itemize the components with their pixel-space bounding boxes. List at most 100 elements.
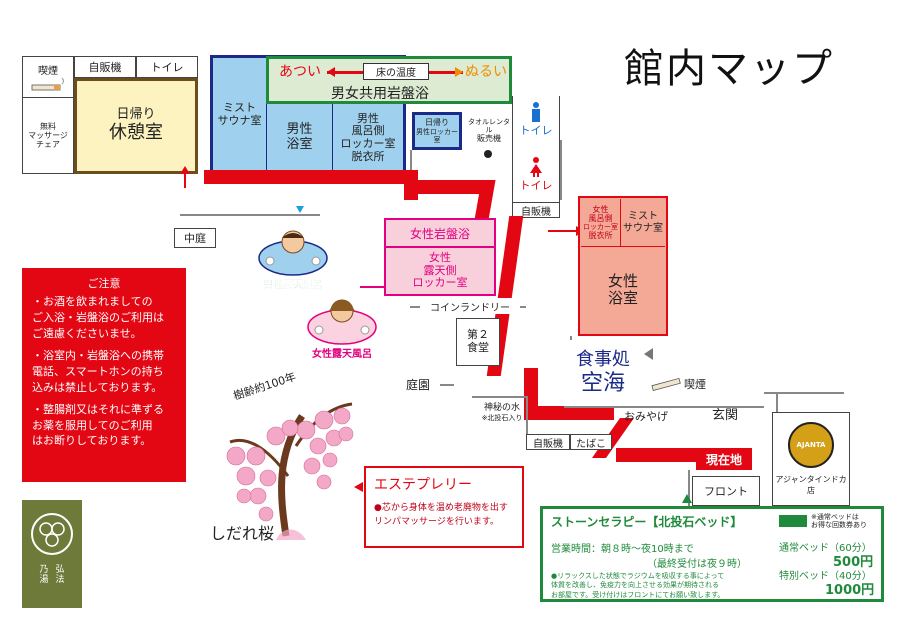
wall-line-c xyxy=(526,396,528,434)
arrow-right-icon xyxy=(455,67,463,77)
day-male-locker[interactable]: 日帰り 男性ロッカー室 xyxy=(412,112,462,150)
f-locker-line-4: 脱衣所 xyxy=(588,231,613,241)
water-line-1: 神秘の水 xyxy=(483,402,520,413)
towel-line-1: タオルレンタル xyxy=(468,118,510,135)
page-title: 館内マップ xyxy=(624,46,834,92)
f-sauna-line-2: サウナ室 xyxy=(623,222,663,234)
stone-special-label: 特別ベッド（40分） xyxy=(779,571,872,582)
vending-machine-bottom: 自販機 xyxy=(526,434,570,450)
male-mist-sauna[interactable]: ミスト サウナ室 xyxy=(213,58,267,172)
red-arrow-right-icon xyxy=(548,230,578,232)
entrance-label: 玄関 xyxy=(712,408,739,423)
massage-line-2: マッサージ xyxy=(28,130,68,140)
male-bath-line-1: 男性 xyxy=(286,122,313,138)
female-bath[interactable]: 女性 浴室 xyxy=(581,247,665,333)
souvenir-label: おみやげ xyxy=(624,410,668,423)
female-ganban[interactable]: 女性岩盤浴 xyxy=(384,218,496,248)
male-bath[interactable]: 男性 浴室 xyxy=(267,104,333,172)
male-rotenburo[interactable]: 男性露天風呂 xyxy=(254,222,332,294)
shared-ganban[interactable]: あつい 床の温度 ぬるい 男女共用岩盤浴 xyxy=(266,56,512,104)
female-locker-line-2: 露天側 xyxy=(423,263,457,277)
toilet-male[interactable]: トイレ xyxy=(512,96,560,144)
stone-note-swatch xyxy=(779,515,807,527)
female-mist-sauna[interactable]: ミスト サウナ室 xyxy=(621,199,665,247)
towel-dot xyxy=(484,150,492,158)
route-segment-3 xyxy=(404,180,486,194)
courtyard-label: 中庭 xyxy=(174,228,216,248)
female-locker-line-3: ロッカー室 xyxy=(412,276,468,290)
male-bath-line-2: 浴室 xyxy=(286,137,313,152)
male-sauna-line-2: サウナ室 xyxy=(217,114,262,127)
f-locker-line-3: ロッカー室 xyxy=(583,223,618,232)
brand-logo: 乃 弘 湯 法 xyxy=(22,500,82,608)
female-person-icon xyxy=(530,157,542,177)
male-locker-line-4: 脱衣所 xyxy=(351,149,385,163)
female-bath-locker[interactable]: 女性 風呂側 ロッカー室 脱衣所 xyxy=(581,199,621,247)
coin-laundry[interactable]: コインランドリー xyxy=(420,298,520,314)
rest-room-line-1: 日帰り xyxy=(116,107,156,123)
entrance-wall-2 xyxy=(776,392,778,412)
garden-line xyxy=(440,384,454,386)
stone-desc: ●リラックスした状態でラジウムを吸収する事によって 体質を改善し、免疫力を向上さ… xyxy=(551,572,725,599)
toilet-top: トイレ xyxy=(136,56,198,78)
vending-machine-mid: 自販機 xyxy=(512,202,560,218)
brand-char-2: 弘 xyxy=(55,565,65,575)
cigarette-icon-mid xyxy=(651,377,681,392)
pink-arrow xyxy=(360,286,384,288)
notice-item-2: ・浴室内・岩盤浴への携帯 電話、スマートホンの持ち 込みは禁止しております。 xyxy=(32,348,164,394)
restaurant-kukai[interactable]: 食事処 空海 xyxy=(566,340,640,406)
f-locker-line-2: 風呂側 xyxy=(588,213,613,223)
shidare-zakura-illustration xyxy=(226,402,354,540)
stone-last: （最終受付は夜９時） xyxy=(647,559,747,570)
wall-line-a xyxy=(410,150,412,170)
stone-special-price: 1000円 xyxy=(825,583,875,598)
toilet-block xyxy=(512,96,560,202)
female-rotenburo-label: 女性露天風呂 xyxy=(312,348,372,360)
stone-note: ※通常ベッドは お得な回数券あり xyxy=(811,513,867,530)
mystery-water[interactable]: 神秘の水 ※北投石入り xyxy=(474,396,530,426)
esthe-name: エステプレリー xyxy=(374,477,472,493)
notice-item-3: ・整腸剤又はそれに準ずる お薬を服用してのご利用 はお断りしております。 xyxy=(32,402,164,448)
water-line-2: ※北投石入り xyxy=(481,413,523,422)
shidare-zakura-label: しだれ桜 xyxy=(210,524,275,543)
ajanta-logo: AJANTA xyxy=(788,422,834,468)
male-bath-locker[interactable]: 男性 風呂側 ロッカー室 脱衣所 xyxy=(333,104,403,172)
male-locker-line-1: 男性 xyxy=(357,111,379,125)
ganban-hot: あつい xyxy=(279,64,321,80)
female-bather-icon xyxy=(307,299,377,345)
male-person-icon xyxy=(532,102,540,122)
stone-therapy[interactable]: ストーンセラピー【北投石ベッド】 ※通常ベッドは お得な回数券あり 営業時間：朝… xyxy=(540,506,884,602)
ganban-name: 男女共用岩盤浴 xyxy=(331,86,429,102)
smoking-area-top: 喫煙 xyxy=(22,56,74,98)
day-rest-room[interactable]: 日帰り 休憩室 xyxy=(74,78,198,174)
brand-circle-icon xyxy=(31,513,73,555)
brand-chars: 乃 弘 湯 法 xyxy=(36,565,68,586)
restaurant-line-2: 空海 xyxy=(580,370,625,396)
f-locker-line-1: 女性 xyxy=(592,204,609,214)
day-locker-line-2: 男性ロッカー室 xyxy=(416,127,458,144)
ajanta-store[interactable]: AJANTA アジャンタインドカ店 xyxy=(772,412,850,506)
ganban-lukewarm: ぬるい xyxy=(465,64,507,80)
stone-name: ストーンセラピー【北投石ベッド】 xyxy=(551,515,743,529)
female-rotenburo[interactable]: 女性露天風呂 xyxy=(302,290,382,364)
smoking-mid-label: 喫煙 xyxy=(684,378,706,391)
towel-rental[interactable]: タオルレンタル 販売機 xyxy=(466,112,512,150)
rest-room-line-2: 休憩室 xyxy=(109,122,163,144)
brand-char-3: 湯 xyxy=(39,574,49,585)
route-segment-6 xyxy=(524,368,538,418)
restaurant-line-1: 食事処 xyxy=(576,349,630,370)
female-rotenburo-locker[interactable]: 女性 露天側 ロッカー室 xyxy=(384,248,496,296)
dining-line-2: 食堂 xyxy=(467,341,489,354)
massage-line-3: チェア xyxy=(36,140,60,150)
front-desk[interactable]: フロント xyxy=(692,476,760,506)
toilet-female[interactable]: トイレ xyxy=(512,150,560,200)
esthe-preli[interactable]: エステプレリー ●芯から身体を温め老廃物を出す リンパマッサージを行います。 xyxy=(364,466,524,548)
male-locker-line-2: 風呂側 xyxy=(351,124,385,138)
front-wall xyxy=(688,470,690,506)
male-locker-line-3: ロッカー室 xyxy=(340,137,396,150)
arrow-left-icon xyxy=(327,67,335,77)
second-dining[interactable]: 第２ 食堂 xyxy=(456,318,500,366)
male-sauna-line-1: ミスト xyxy=(223,101,256,115)
ajanta-store-label: アジャンタインドカ店 xyxy=(775,475,847,495)
female-area xyxy=(578,196,668,336)
